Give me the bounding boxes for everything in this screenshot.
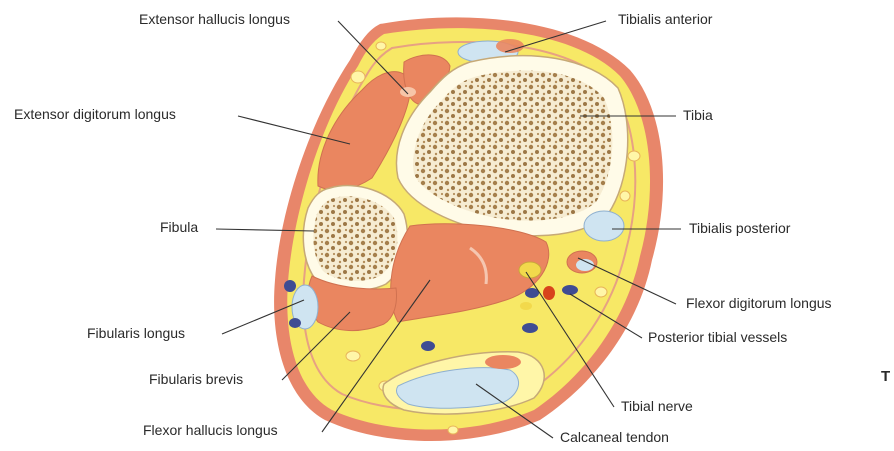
- label-posterior-tibial-vessels: Posterior tibial vessels: [648, 329, 787, 345]
- tibialis-posterior-tendon: [584, 211, 624, 241]
- plantaris-remnant: [485, 355, 521, 369]
- label-extensor-hallucis-longus: Extensor hallucis longus: [139, 11, 290, 27]
- label-flexor-hallucis-longus: Flexor hallucis longus: [143, 422, 278, 438]
- label-tibialis-anterior: Tibialis anterior: [618, 11, 712, 27]
- label-cropped-letter: T: [881, 369, 890, 385]
- label-tibialis-posterior: Tibialis posterior: [689, 220, 790, 236]
- label-fibularis-longus: Fibularis longus: [87, 325, 185, 341]
- label-calcaneal-tendon: Calcaneal tendon: [560, 429, 669, 445]
- posterior-nerve-small: [520, 302, 532, 310]
- posterior-vein-left: [421, 341, 435, 351]
- lateral-vein-lower: [289, 318, 301, 328]
- label-extensor-digitorum-longus: Extensor digitorum longus: [14, 106, 176, 122]
- tibial-nerve-structure: [519, 262, 541, 278]
- lateral-vein-upper: [284, 280, 296, 292]
- label-fibula: Fibula: [160, 219, 198, 235]
- label-tibia: Tibia: [683, 107, 713, 123]
- label-fibularis-brevis: Fibularis brevis: [149, 371, 243, 387]
- label-tibial-nerve: Tibial nerve: [621, 398, 693, 414]
- label-flexor-digitorum-longus: Flexor digitorum longus: [686, 295, 832, 311]
- posterior-vein-lower: [522, 323, 538, 333]
- fibula-spongy-bone: [313, 196, 397, 281]
